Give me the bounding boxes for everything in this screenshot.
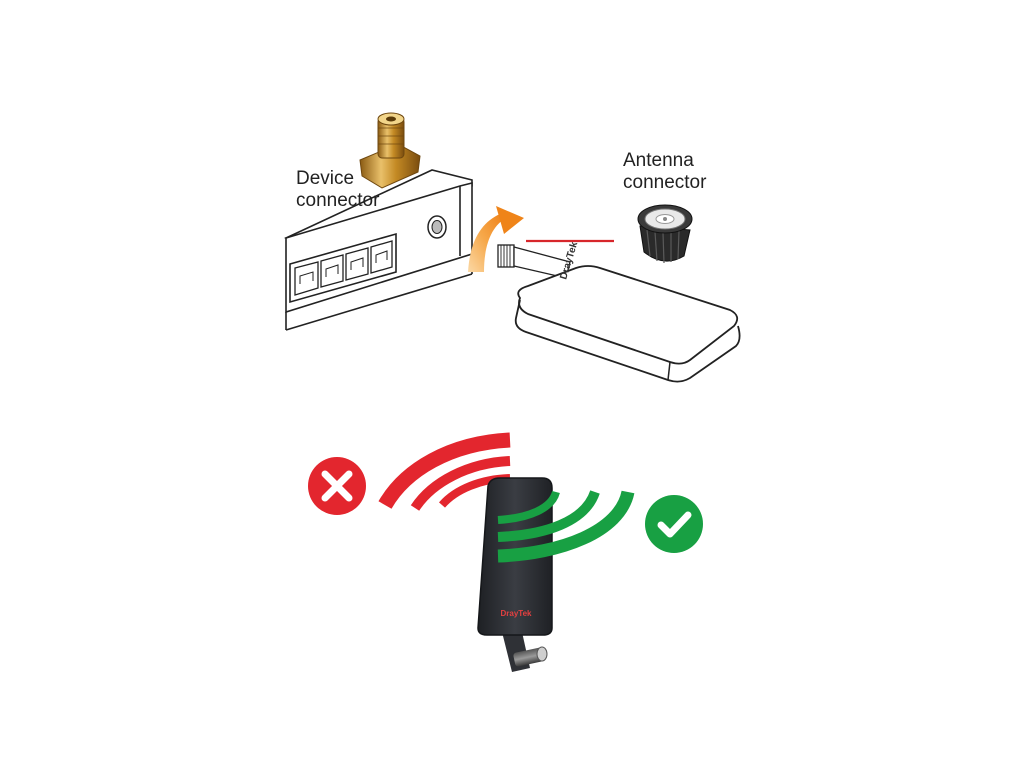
check-circle-icon (645, 495, 703, 553)
usb-dongle-device: DrayTek (497, 240, 741, 383)
antenna-connector-label-line1: Antenna (623, 150, 694, 171)
antenna-connector-label: Antenna connector (623, 150, 706, 194)
antenna-sma-stub (502, 632, 548, 672)
orange-curved-arrow-icon (468, 206, 524, 272)
antenna-connector-label-line2: connector (623, 172, 707, 193)
router-device (284, 169, 473, 331)
lan-ports (294, 240, 393, 296)
router-button-icon (427, 215, 447, 239)
panel-brand-logo: DrayTek (501, 609, 533, 618)
device-connector-label: Device connector (296, 168, 379, 212)
device-connector-label-line1: Device (296, 168, 355, 189)
device-sma-connector-icon (359, 112, 421, 189)
cross-circle-icon (308, 457, 366, 515)
antenna-connector-icon (637, 204, 693, 264)
device-connector-label-line2: connector (296, 190, 380, 211)
correct-signal-waves (497, 490, 635, 563)
